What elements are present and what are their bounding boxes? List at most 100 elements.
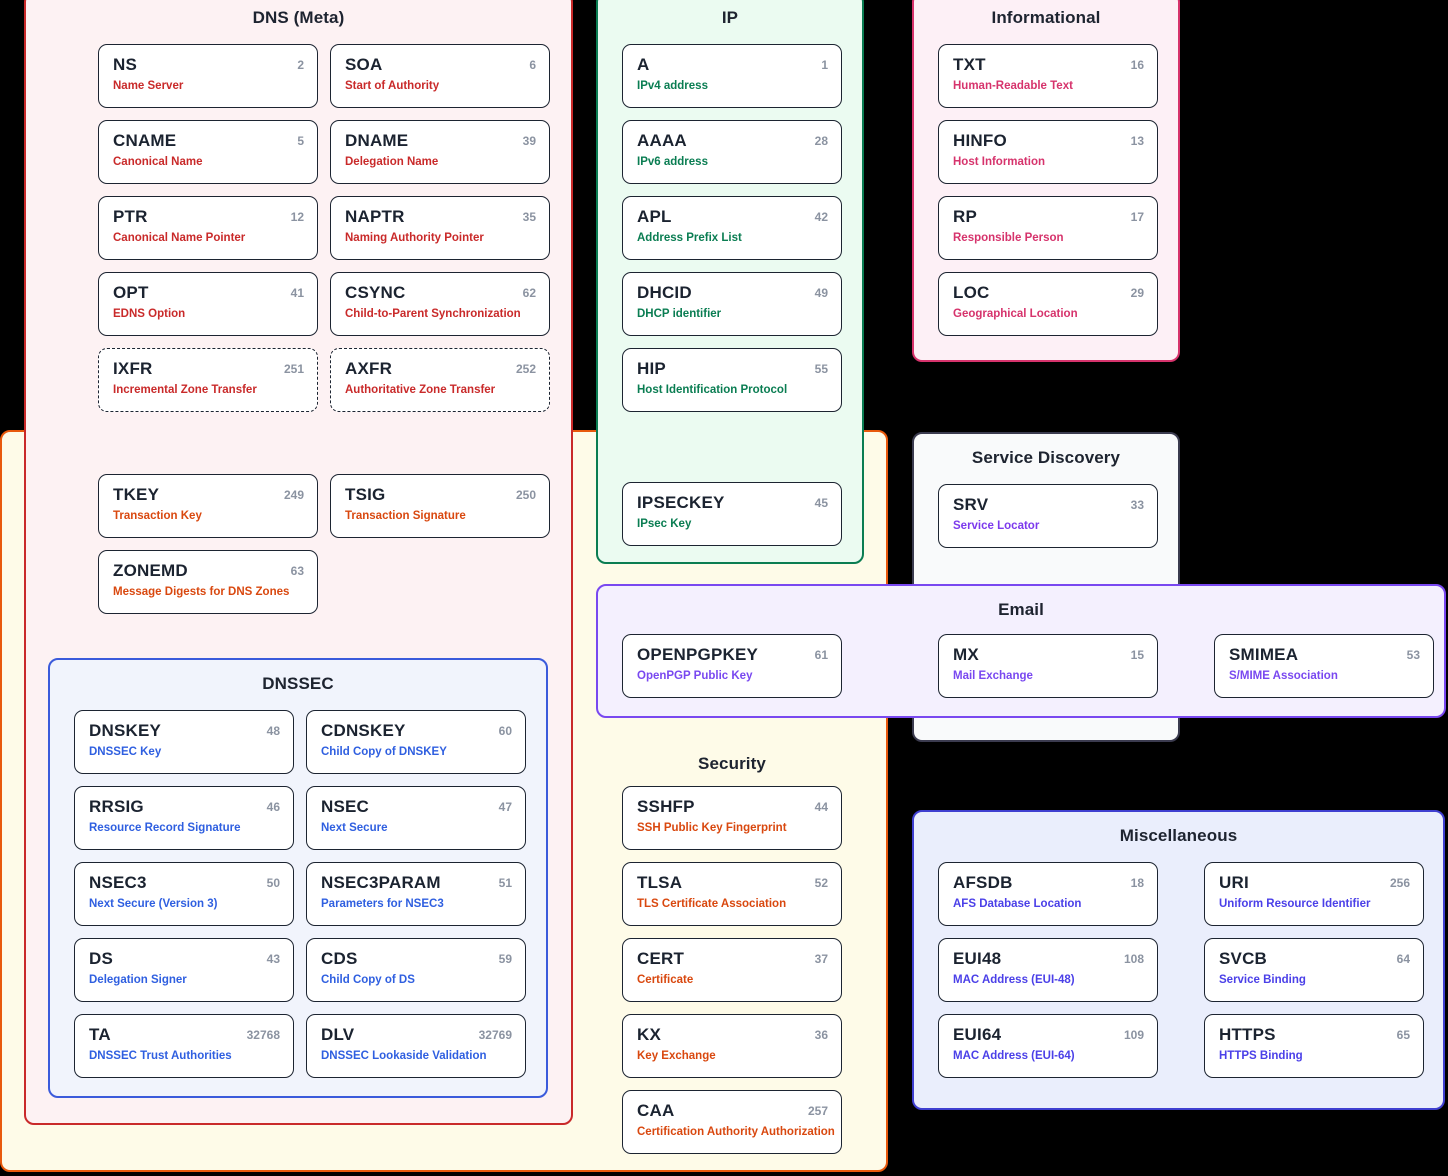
record-description: Certification Authority Authorization (637, 1126, 835, 1138)
record-type-number: 60 (498, 724, 512, 738)
record-type-number: 37 (814, 952, 828, 966)
record-description: Host Identification Protocol (637, 384, 788, 396)
record-description: TLS Certificate Association (637, 898, 787, 910)
record-acronym: AAAA (637, 131, 687, 150)
record-description: Child Copy of DNSKEY (321, 746, 447, 758)
record-acronym: CERT (637, 949, 685, 968)
record-type-number: 12 (290, 210, 304, 224)
record-type-number: 2 (297, 58, 304, 72)
record-description: MAC Address (EUI-64) (953, 1050, 1075, 1062)
record-description: Incremental Zone Transfer (113, 384, 257, 396)
record-acronym: TLSA (637, 873, 683, 892)
record-description: Start of Authority (345, 80, 440, 92)
record-acronym: SOA (345, 55, 383, 74)
record-description: HTTPS Binding (1219, 1050, 1303, 1062)
record-type-number: 256 (1389, 876, 1410, 890)
record-acronym: URI (1219, 873, 1249, 892)
record-type-number: 62 (522, 286, 536, 300)
region-title-dns: DNS (Meta) (252, 8, 345, 27)
record-type-number: 6 (529, 58, 536, 72)
record-type-number: 43 (266, 952, 280, 966)
record-type-number: 35 (522, 210, 536, 224)
record-acronym: TKEY (113, 485, 160, 504)
record-description: Name Server (113, 80, 184, 92)
record-type-number: 63 (290, 564, 304, 578)
record-acronym: A (637, 55, 650, 74)
record-acronym: DNAME (345, 131, 409, 150)
record-description: Next Secure (321, 822, 388, 834)
record-description: Next Secure (Version 3) (89, 898, 218, 910)
record-description: Uniform Resource Identifier (1219, 898, 1371, 910)
record-description: IPsec Key (637, 518, 692, 530)
region-title-service-discovery: Service Discovery (971, 448, 1121, 467)
record-description: Delegation Signer (89, 974, 187, 986)
record-acronym: AXFR (345, 359, 393, 378)
record-acronym: SVCB (1219, 949, 1268, 968)
record-description: Transaction Key (113, 510, 202, 522)
record-type-number: 61 (814, 648, 828, 662)
record-type-number: 55 (814, 362, 828, 376)
record-description: Resource Record Signature (89, 822, 241, 834)
record-acronym: DNSKEY (89, 721, 162, 740)
record-acronym: IPSECKEY (637, 493, 725, 512)
record-description: Message Digests for DNS Zones (113, 586, 290, 598)
record-type-number: 257 (807, 1104, 828, 1118)
record-type-number: 249 (283, 488, 304, 502)
record-acronym: TXT (953, 55, 986, 74)
record-type-number: 48 (266, 724, 280, 738)
record-description: Host Information (953, 156, 1045, 168)
record-description: Canonical Name Pointer (113, 232, 246, 244)
record-description: Authoritative Zone Transfer (345, 384, 496, 396)
